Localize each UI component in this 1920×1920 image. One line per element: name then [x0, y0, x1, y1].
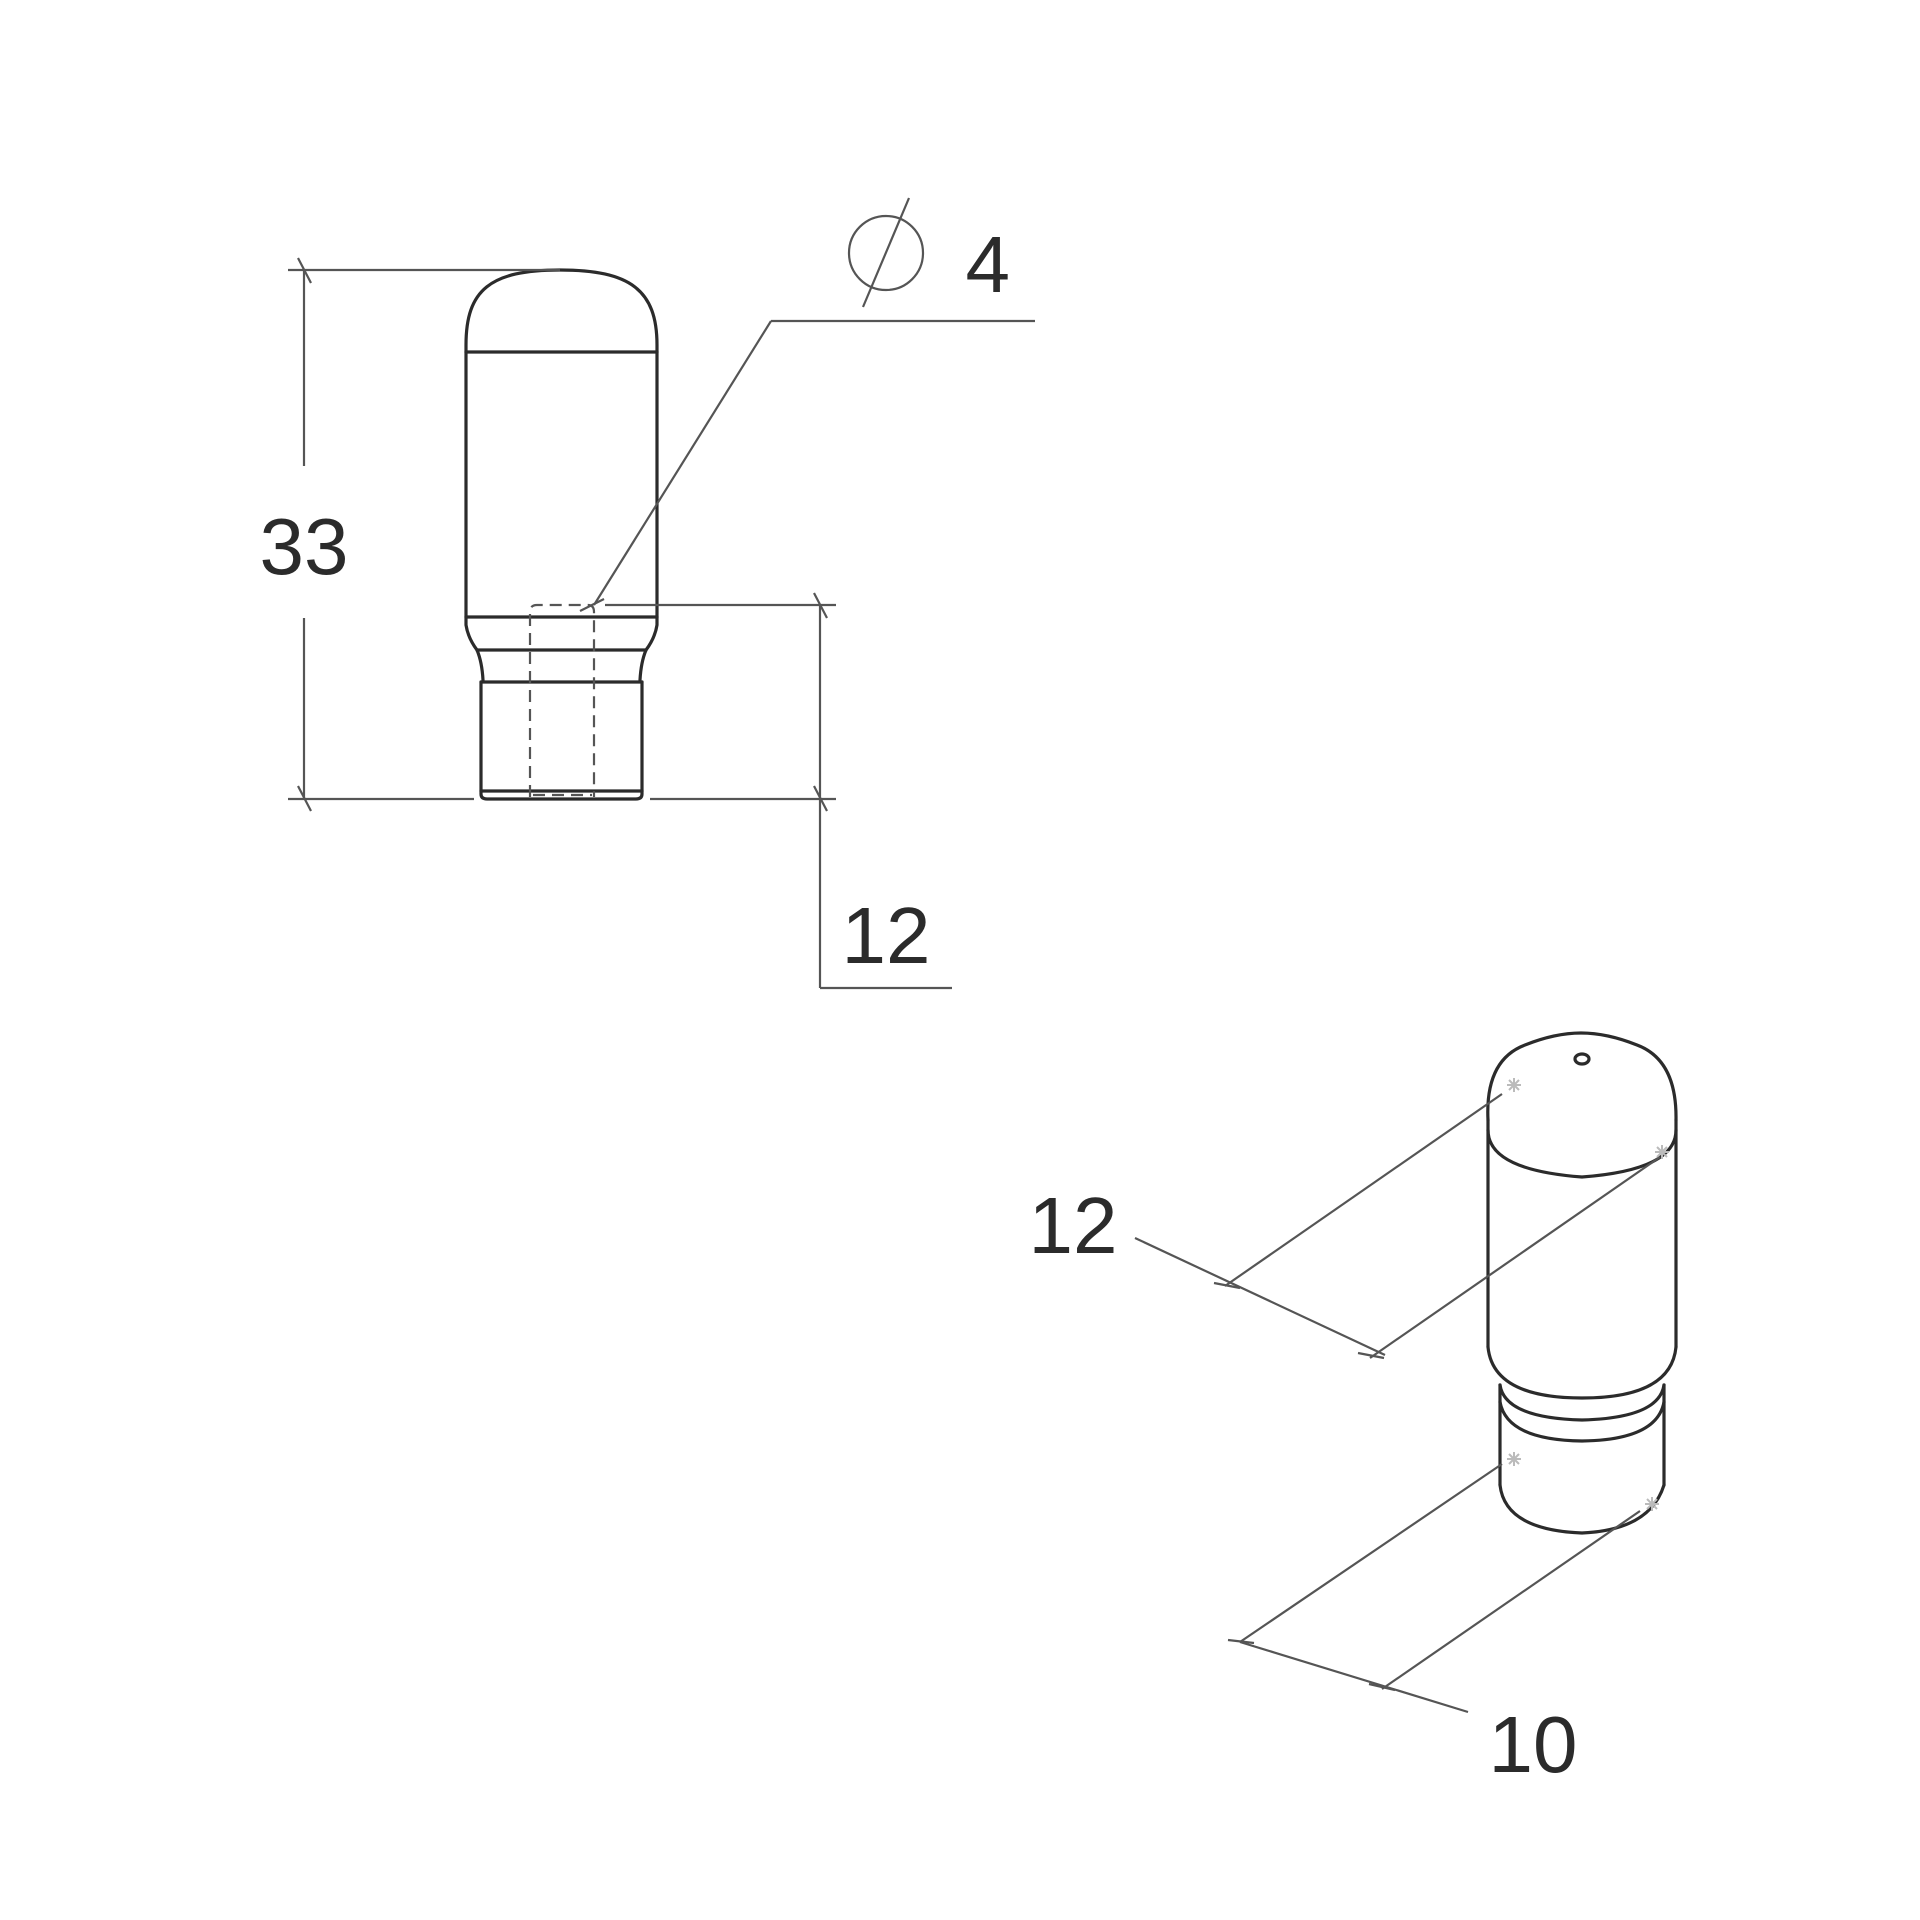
- iso-thread-top-ellipse: [1498, 1400, 1666, 1443]
- front-view-neck-taper: [464, 615, 659, 652]
- diameter-symbol-icon: [847, 214, 925, 292]
- iso-dimension-tick-a: [1227, 1638, 1255, 1645]
- iso-thread-bottom-ellipse: [1498, 1483, 1666, 1535]
- leader-tick: [579, 598, 605, 612]
- dimension-tick-top: [297, 257, 312, 284]
- iso-cap-outline: [1486, 1031, 1678, 1122]
- front-view-cap-outline: [464, 268, 659, 354]
- dimension-iso-thread-10: 10: [1227, 1463, 1641, 1789]
- dimension-tick-lower: [813, 785, 828, 812]
- iso-extension-line-upper: [1224, 1093, 1503, 1287]
- asterisk-point-icon: [1507, 1078, 1521, 1092]
- iso-dimension-tick-a: [1213, 1281, 1241, 1290]
- dimension-iso-body-12: 12: [1029, 1093, 1661, 1360]
- dimension-label-iso-12: 12: [1029, 1181, 1118, 1270]
- dimension-tick-bottom: [297, 785, 312, 812]
- front-view-thread-bottom: [479, 789, 644, 801]
- asterisk-point-icon: [1507, 1452, 1521, 1466]
- iso-dimension-line: [1239, 1640, 1469, 1714]
- dimension-label-12: 12: [842, 891, 931, 980]
- front-view-hidden-hole: [528, 603, 596, 797]
- iso-body-top-ellipse: [1486, 1128, 1678, 1179]
- dimension-label-iso-10: 10: [1489, 1700, 1578, 1789]
- dimension-thread-length-12: 12: [605, 592, 952, 990]
- iso-dimension-line: [1134, 1237, 1386, 1356]
- asterisk-point-icon: [1645, 1497, 1659, 1511]
- iso-extension-line-lower: [1369, 1156, 1661, 1359]
- dimension-hole-diameter: 4: [579, 197, 1035, 612]
- dimension-height-33: 33: [260, 257, 560, 812]
- dimension-tick-upper: [813, 592, 828, 619]
- iso-top-hole: [1573, 1052, 1591, 1066]
- iso-extension-line-lower: [1381, 1510, 1641, 1690]
- dimension-label-33: 33: [260, 502, 349, 591]
- iso-dimension-tick-b: [1368, 1682, 1396, 1692]
- iso-reference-markers: [1507, 1078, 1669, 1511]
- front-view: [464, 268, 659, 801]
- iso-extension-line-upper: [1239, 1463, 1503, 1643]
- asterisk-point-icon: [1655, 1145, 1669, 1159]
- diameter-symbol-slash: [861, 197, 911, 308]
- iso-dimension-tick-b: [1357, 1351, 1385, 1360]
- iso-body-bottom-ellipse: [1486, 1345, 1678, 1400]
- dimension-label-4: 4: [966, 220, 1011, 309]
- leader-line-diagonal: [593, 320, 772, 606]
- iso-neck-ellipse: [1498, 1383, 1666, 1422]
- front-view-neck-flare: [475, 648, 648, 682]
